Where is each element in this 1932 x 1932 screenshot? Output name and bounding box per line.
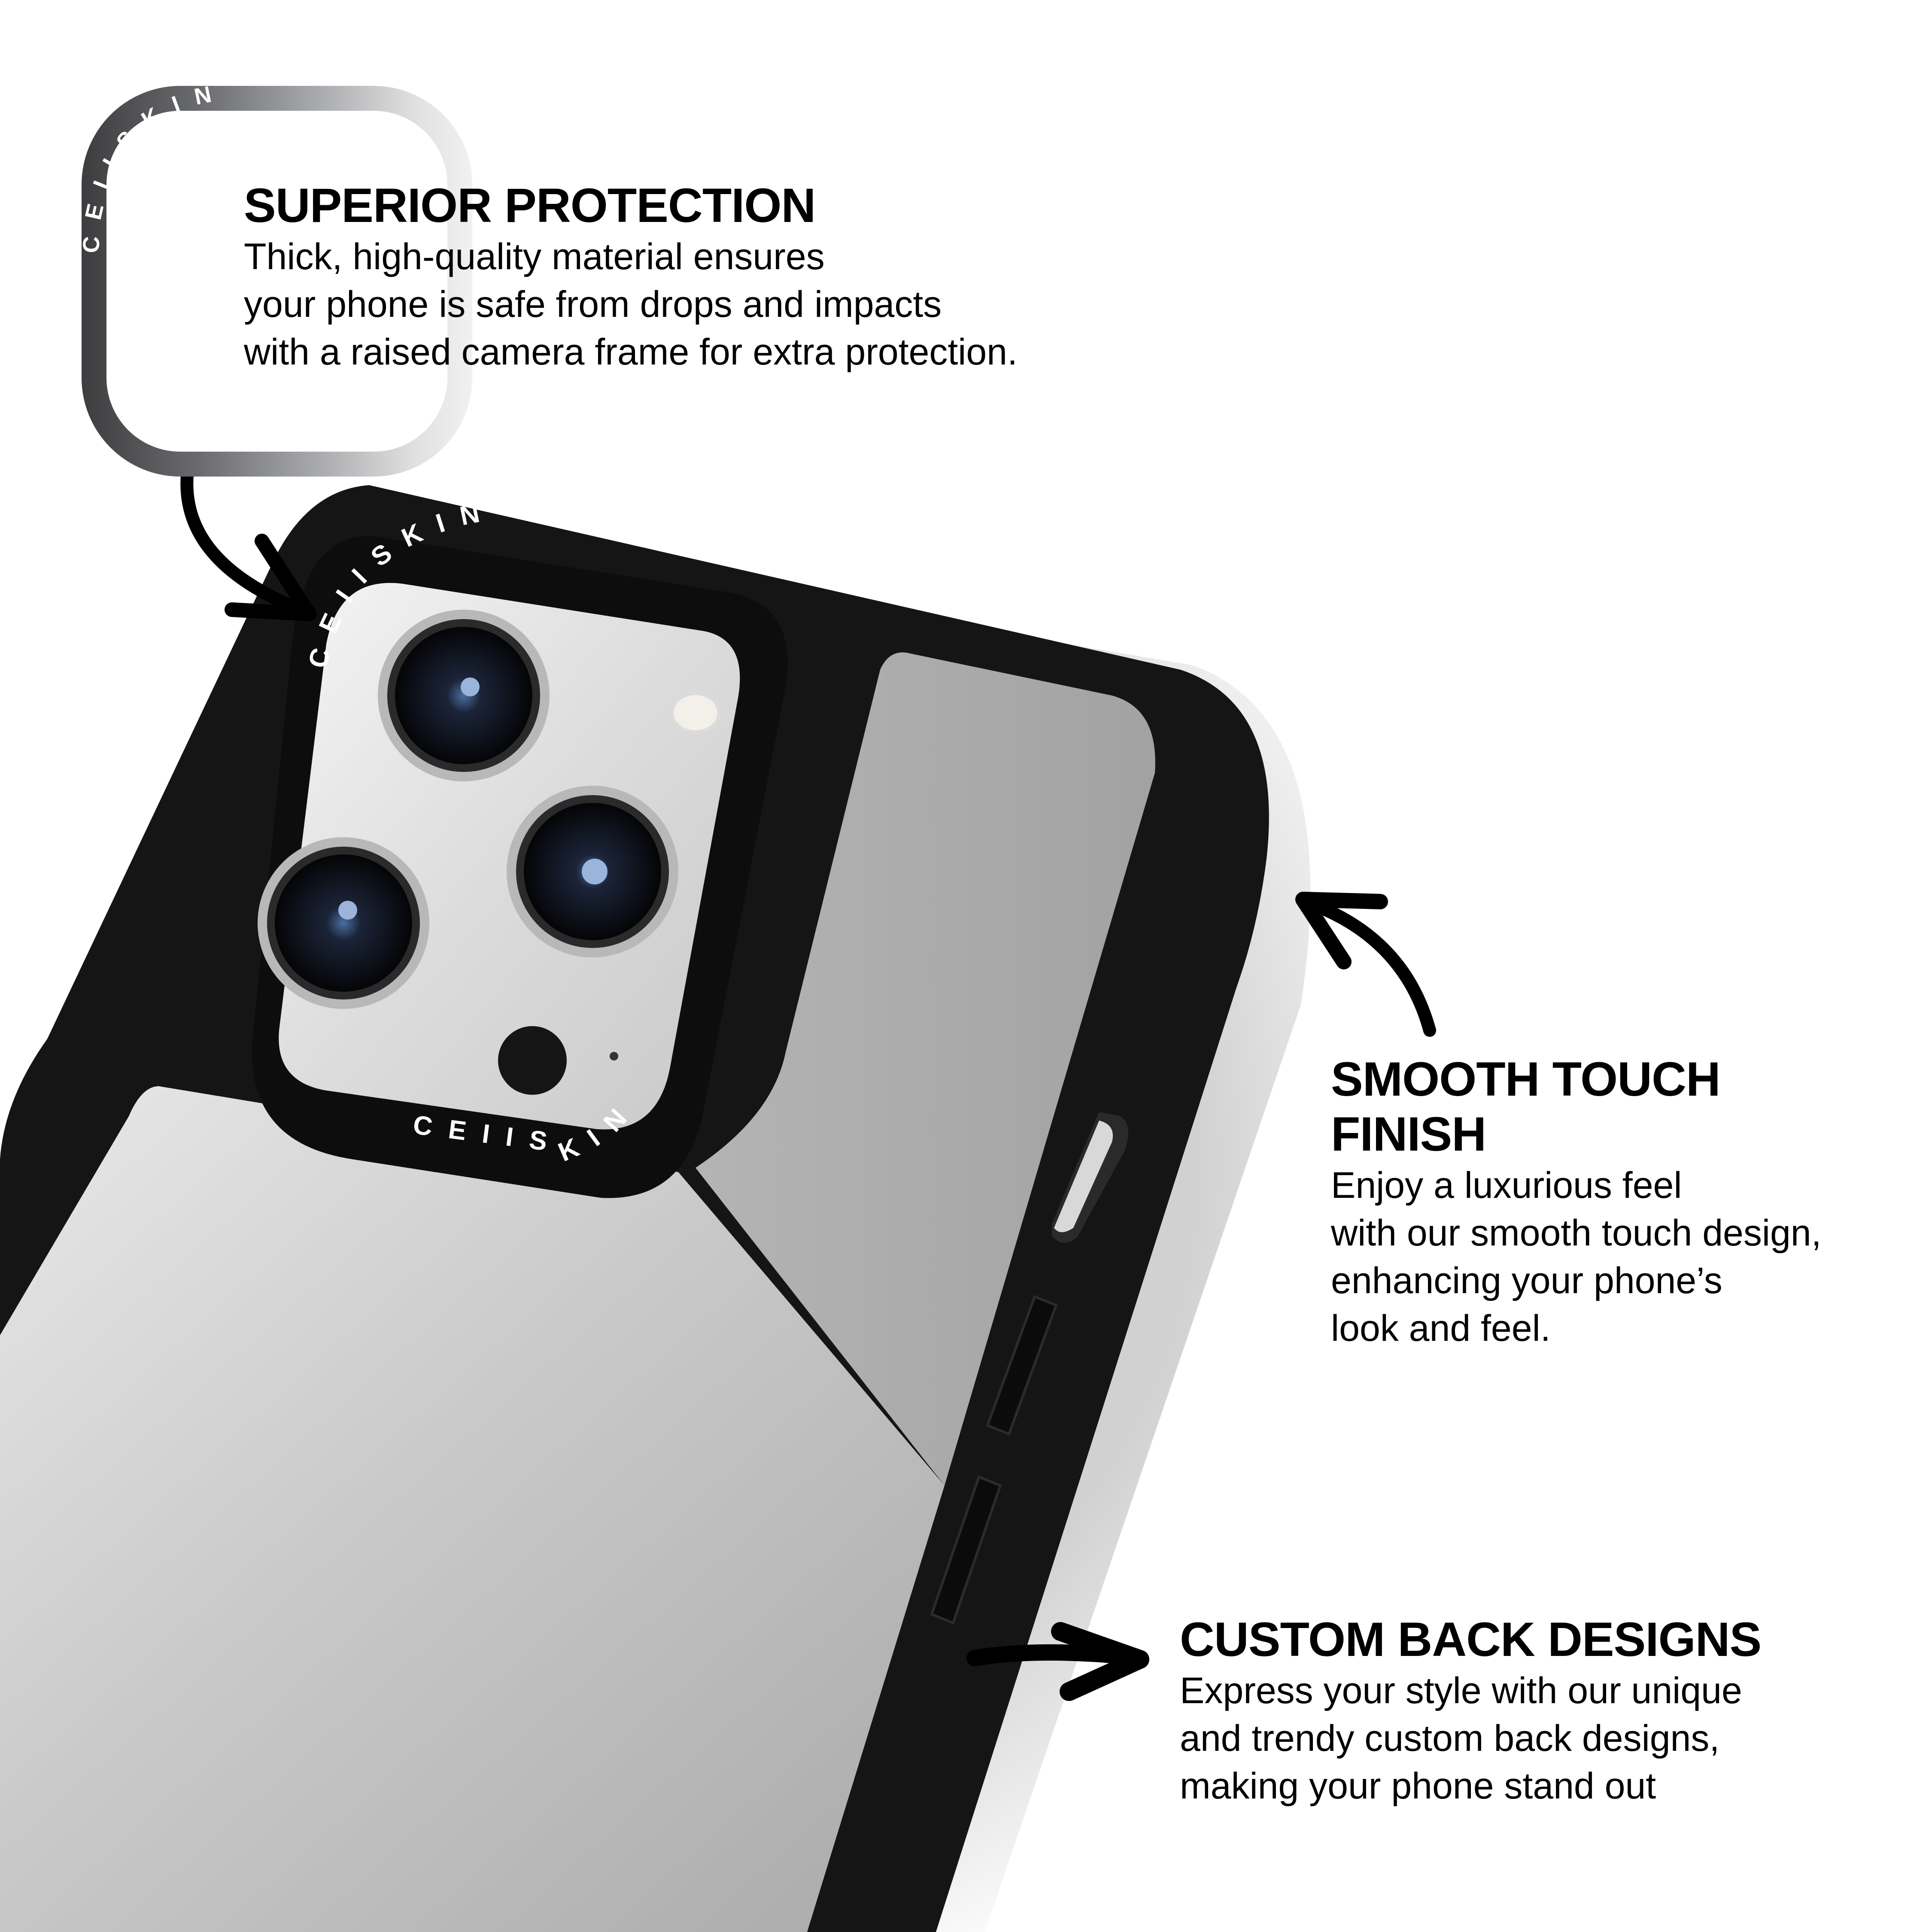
curved-arrow-down-right-icon [180, 455, 316, 621]
feature-superior-protection: SUPERIOR PROTECTION Thick, high-quality … [244, 178, 1145, 376]
feature-line: enhancing your phone’s [1331, 1260, 1722, 1301]
feature-line: with a raised camera frame for extra pro… [244, 331, 1018, 373]
feature-title-line: FINISH [1331, 1107, 1486, 1161]
feature-line: Express your style with our unique [1180, 1670, 1742, 1711]
volume-down-button [930, 1475, 1002, 1625]
feature-line: making your phone stand out [1180, 1765, 1656, 1807]
svg-text:CEIISKIN: CEIISKIN [78, 78, 229, 253]
lidar-sensor-icon [498, 1026, 567, 1095]
feature-smooth-touch-finish: SMOOTH TOUCH FINISH Enjoy a luxurious fe… [1331, 1052, 1923, 1352]
feature-title: SUPERIOR PROTECTION [244, 179, 816, 232]
mic-dot-icon [610, 1052, 618, 1060]
back-panel-upper [696, 652, 1155, 1485]
volume-up-button [986, 1295, 1058, 1436]
feature-line: Thick, high-quality material ensures [244, 236, 825, 277]
callout-brand-text: CEIISKIN [78, 78, 229, 253]
lens-right-icon [507, 786, 678, 957]
feature-line: with our smooth touch design, [1331, 1212, 1822, 1254]
feature-line: Enjoy a luxurious feel [1331, 1165, 1682, 1206]
feature-title-line: SMOOTH TOUCH [1331, 1052, 1721, 1106]
feature-line: your phone is safe from drops and impact… [244, 284, 942, 325]
lens-top-icon [378, 610, 550, 781]
action-button-icon [1052, 1112, 1128, 1243]
feature-line: and trendy custom back designs, [1180, 1718, 1720, 1759]
feature-line: look and feel. [1331, 1308, 1551, 1349]
flash-icon [670, 692, 721, 734]
back-panel-lower [0, 1086, 945, 1932]
camera-frame-callout [82, 86, 472, 477]
feature-custom-back-designs: CUSTOM BACK DESIGNS Express your style w… [1180, 1612, 1910, 1810]
arrow-right-icon [966, 1622, 1149, 1701]
curved-arrow-up-left-icon [1295, 892, 1436, 1037]
feature-title: CUSTOM BACK DESIGNS [1180, 1613, 1762, 1666]
lens-bottom-left-icon [258, 837, 429, 1009]
